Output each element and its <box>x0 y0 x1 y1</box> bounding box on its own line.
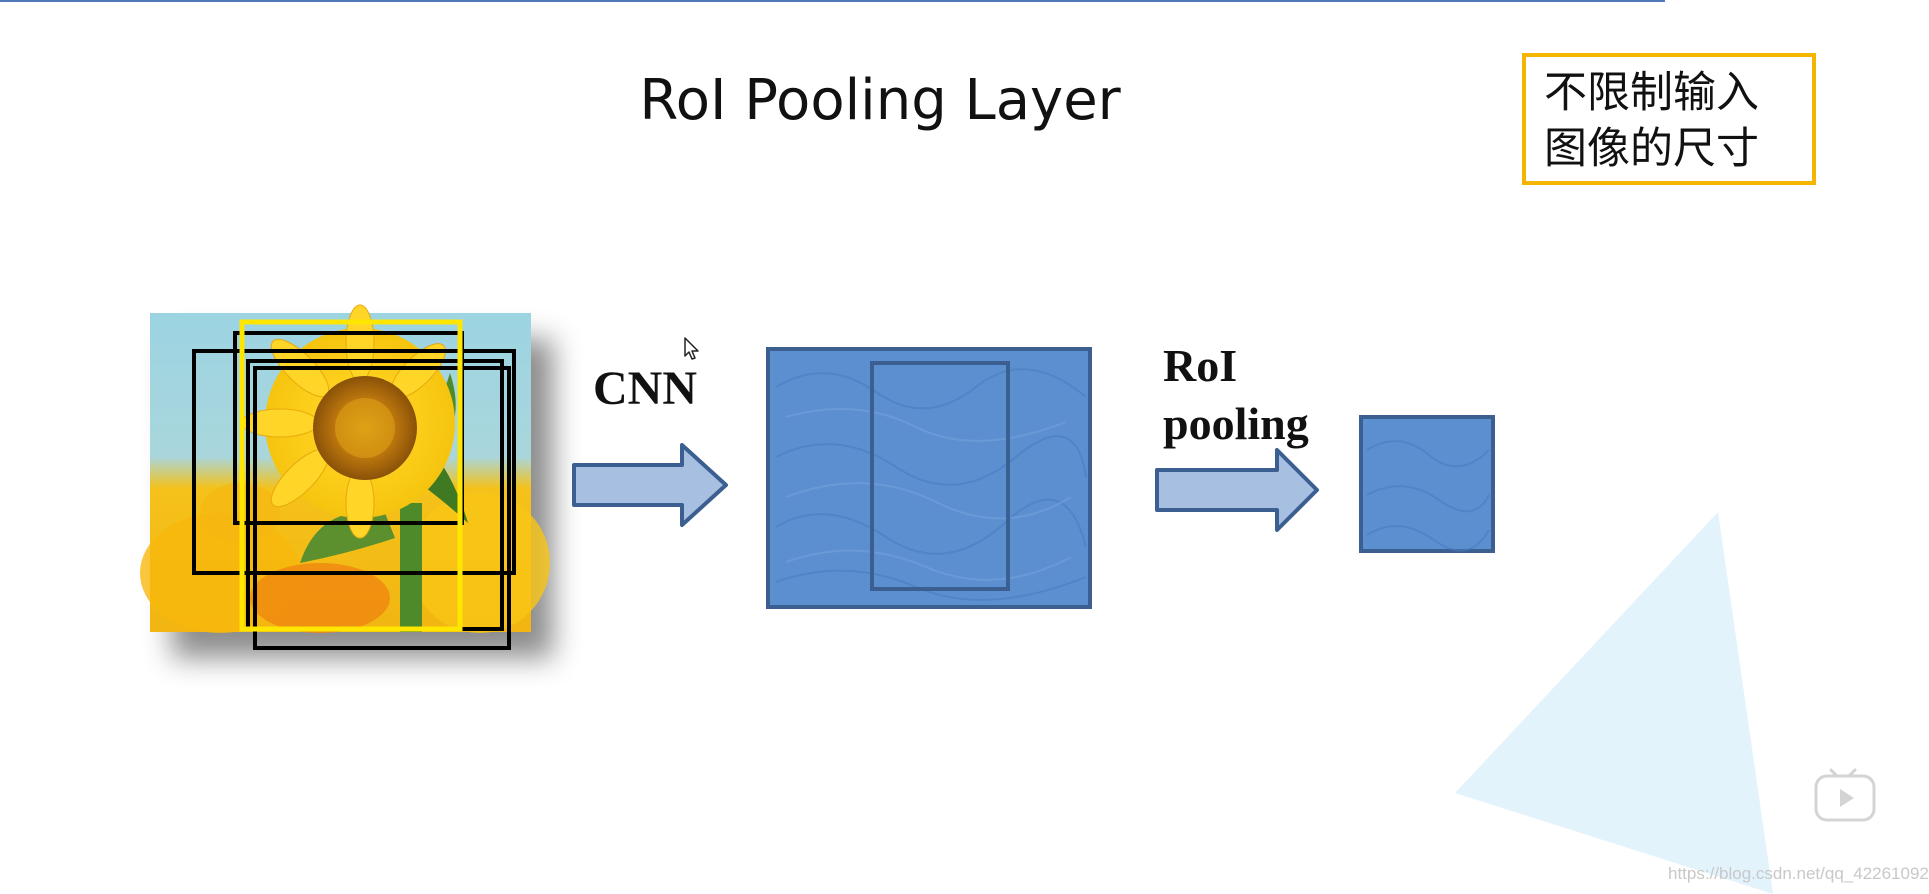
roi-pooling-arrow <box>1155 448 1319 532</box>
note-line-1: 不限制输入 <box>1544 68 1759 118</box>
feature-map <box>766 347 1092 609</box>
cnn-arrow <box>572 443 728 527</box>
video-play-icon[interactable] <box>1813 762 1877 826</box>
pooled-feature-map <box>1359 415 1495 553</box>
note-box: 不限制输入 图像的尺寸 <box>1522 53 1816 185</box>
roi-label-line-1: RoI <box>1163 340 1238 391</box>
watermark: https://blog.csdn.net/qq_42261092 <box>1668 864 1929 883</box>
cnn-label: CNN <box>593 362 697 415</box>
roi-label-line-2: pooling <box>1163 398 1309 449</box>
input-image <box>140 304 550 650</box>
mouse-pointer-icon <box>684 337 699 360</box>
top-rule <box>0 0 1665 2</box>
decorative-triangle <box>1455 512 1773 894</box>
note-line-2: 图像的尺寸 <box>1544 124 1759 174</box>
slide-title: RoI Pooling Layer <box>639 68 1121 133</box>
roi-pooling-label: RoI pooling <box>1163 337 1309 453</box>
